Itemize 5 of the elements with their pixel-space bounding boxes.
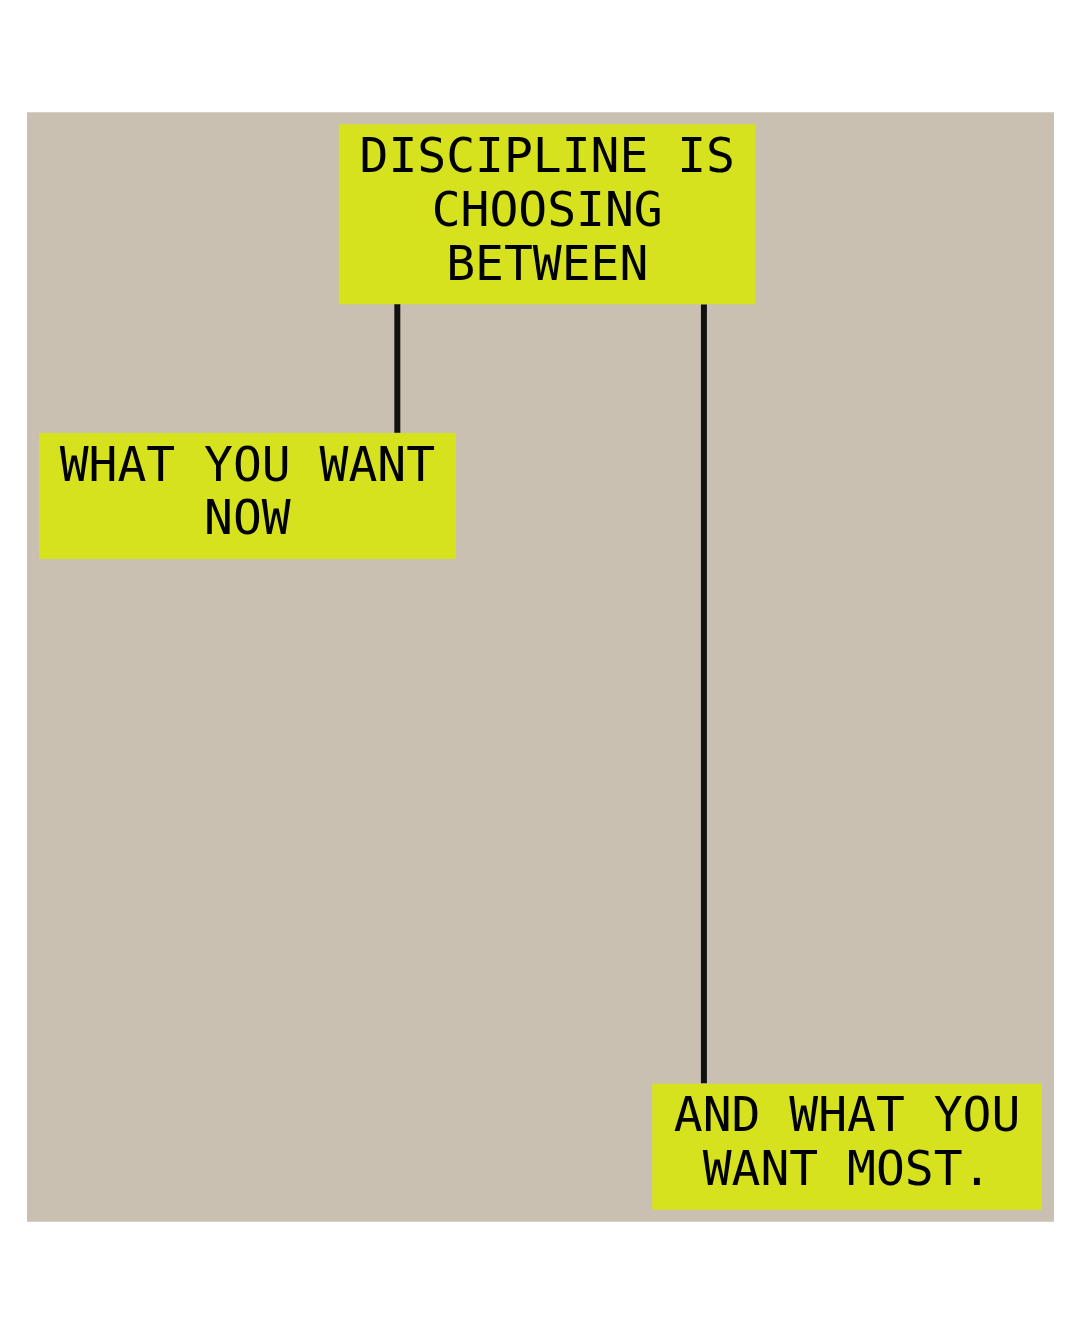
node-box: WHAT YOU WANT NOW (38, 433, 456, 560)
connector (393, 304, 400, 433)
node-box: AND WHAT YOU WANT MOST. (651, 1083, 1042, 1210)
node-box: DISCIPLINE IS CHOOSING BETWEEN (338, 124, 756, 305)
connector (700, 304, 707, 1084)
